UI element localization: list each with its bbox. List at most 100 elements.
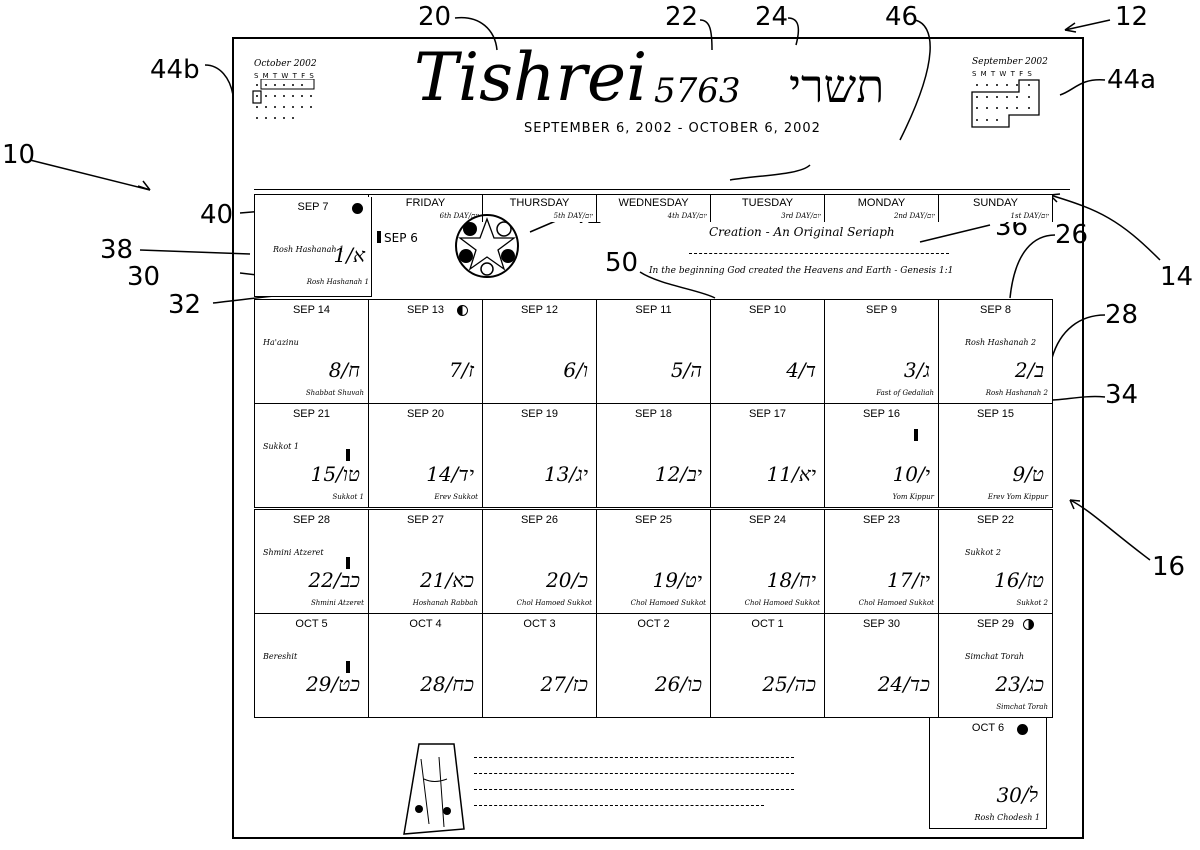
mini-calendar-left-dow: S M T W T F S	[254, 72, 315, 80]
cell-date: SEP 8	[980, 304, 1011, 316]
cell-hebrew-date: 12/יב	[654, 462, 702, 486]
ref-44b: 44b	[150, 55, 200, 85]
leader-44a	[1059, 79, 1106, 96]
mini-calendar-left	[252, 79, 315, 119]
cell-date: SEP 26	[520, 514, 559, 526]
text-line-1	[474, 751, 794, 758]
cell-date: SEP 9	[866, 304, 897, 316]
cell-event: Shmini Atzeret	[263, 548, 324, 557]
sep-6-label: SEP 6	[384, 231, 418, 245]
cell-date: OCT 3	[523, 618, 556, 630]
calendar-cell[interactable]: OCT 2 26/כו	[596, 613, 711, 718]
weekday-name: FRIDAY	[405, 197, 446, 209]
cell-hebrew-date: 24/כד	[877, 672, 930, 696]
cell-event: Rosh Hashanah 1	[273, 245, 345, 254]
seriaph-medallion	[455, 214, 519, 278]
cell-footnote: Erev Yom Kippur	[987, 493, 1048, 501]
cell-hebrew-date: 29/כט	[305, 672, 360, 696]
calendar-page: October 2002 S M T W T F S September 200…	[232, 37, 1084, 839]
text-line-4	[474, 799, 764, 806]
ref-28: 28	[1105, 300, 1139, 330]
cell-date: SEP 13	[406, 304, 445, 316]
cell-date: SEP 17	[748, 408, 787, 420]
cell-event: Rosh Hashanah 2	[965, 338, 1037, 347]
leader-14	[1049, 194, 1161, 261]
leader-12	[1064, 19, 1111, 31]
cell-date: SEP 29	[976, 618, 1015, 630]
text-line-3	[474, 783, 794, 790]
cell-date: OCT 1	[751, 618, 784, 630]
cell-event: Sukkot 2	[965, 548, 1001, 557]
cell-hebrew-date: 26/כו	[654, 672, 702, 696]
cell-hebrew-date: 3/ג	[903, 358, 930, 382]
cell-date: SEP 19	[520, 408, 559, 420]
cell-footnote: Chol Hamoed Sukkot	[858, 599, 934, 607]
cell-footnote: Hoshanah Rabbah	[412, 599, 478, 607]
ref-50: 50	[605, 248, 639, 278]
weekday-name: WEDNESDAY	[618, 197, 689, 209]
cell-event: Bereshit	[263, 652, 298, 661]
cell-hebrew-date: 23/כג	[995, 672, 1044, 696]
mini-calendar-right	[971, 79, 1040, 128]
cell-date: SEP 16	[862, 408, 901, 420]
weekday-name: THURSDAY	[509, 197, 570, 209]
cell-hebrew-date: 16/טז	[994, 568, 1044, 592]
cell-date: OCT 2	[637, 618, 670, 630]
creation-verse: In the beginning God created the Heavens…	[649, 266, 954, 276]
calendar-cell[interactable]: OCT 5 29/כט Bereshit	[254, 613, 369, 718]
cell-hebrew-date: 15/טו	[310, 462, 360, 486]
ref-34: 34	[1105, 380, 1139, 410]
cell-date: OCT 5	[295, 618, 328, 630]
cell-oct-6[interactable]: OCT 6 30/ל Rosh Chodesh 1	[929, 717, 1047, 829]
cell-date: OCT 4	[409, 618, 442, 630]
cell-footnote: Simchat Torah	[996, 703, 1048, 711]
cell-hebrew-date: 18/יח	[766, 568, 816, 592]
cell-date: SEP 23	[862, 514, 901, 526]
leader-38	[139, 249, 251, 255]
mini-calendar-right-title: September 2002	[972, 57, 1048, 67]
full-moon-icon	[352, 203, 363, 214]
cell-date: SEP 28	[292, 514, 331, 526]
cell-footnote: Shmini Atzeret	[310, 599, 364, 607]
creation-title: Creation - An Original Seriaph	[709, 225, 895, 239]
ref-16: 16	[1152, 552, 1186, 582]
cell-sep-7[interactable]: SEP 7 Rosh Hashanah 1 1/א Rosh Hashanah …	[254, 197, 372, 297]
cell-footnote: Chol Hamoed Sukkot	[744, 599, 820, 607]
cell-date: OCT 6	[971, 722, 1005, 734]
ref-44a: 44a	[1107, 65, 1157, 95]
cell-date: SEP 18	[634, 408, 673, 420]
cell-hebrew-date: 20/כ	[546, 568, 588, 592]
calendar-cell[interactable]: SEP 18 12/יב	[596, 403, 711, 508]
candle-icon	[346, 557, 350, 569]
ref-40: 40	[200, 200, 234, 230]
leader-26	[1009, 234, 1056, 299]
cell-hebrew-date: 19/יט	[652, 568, 702, 592]
